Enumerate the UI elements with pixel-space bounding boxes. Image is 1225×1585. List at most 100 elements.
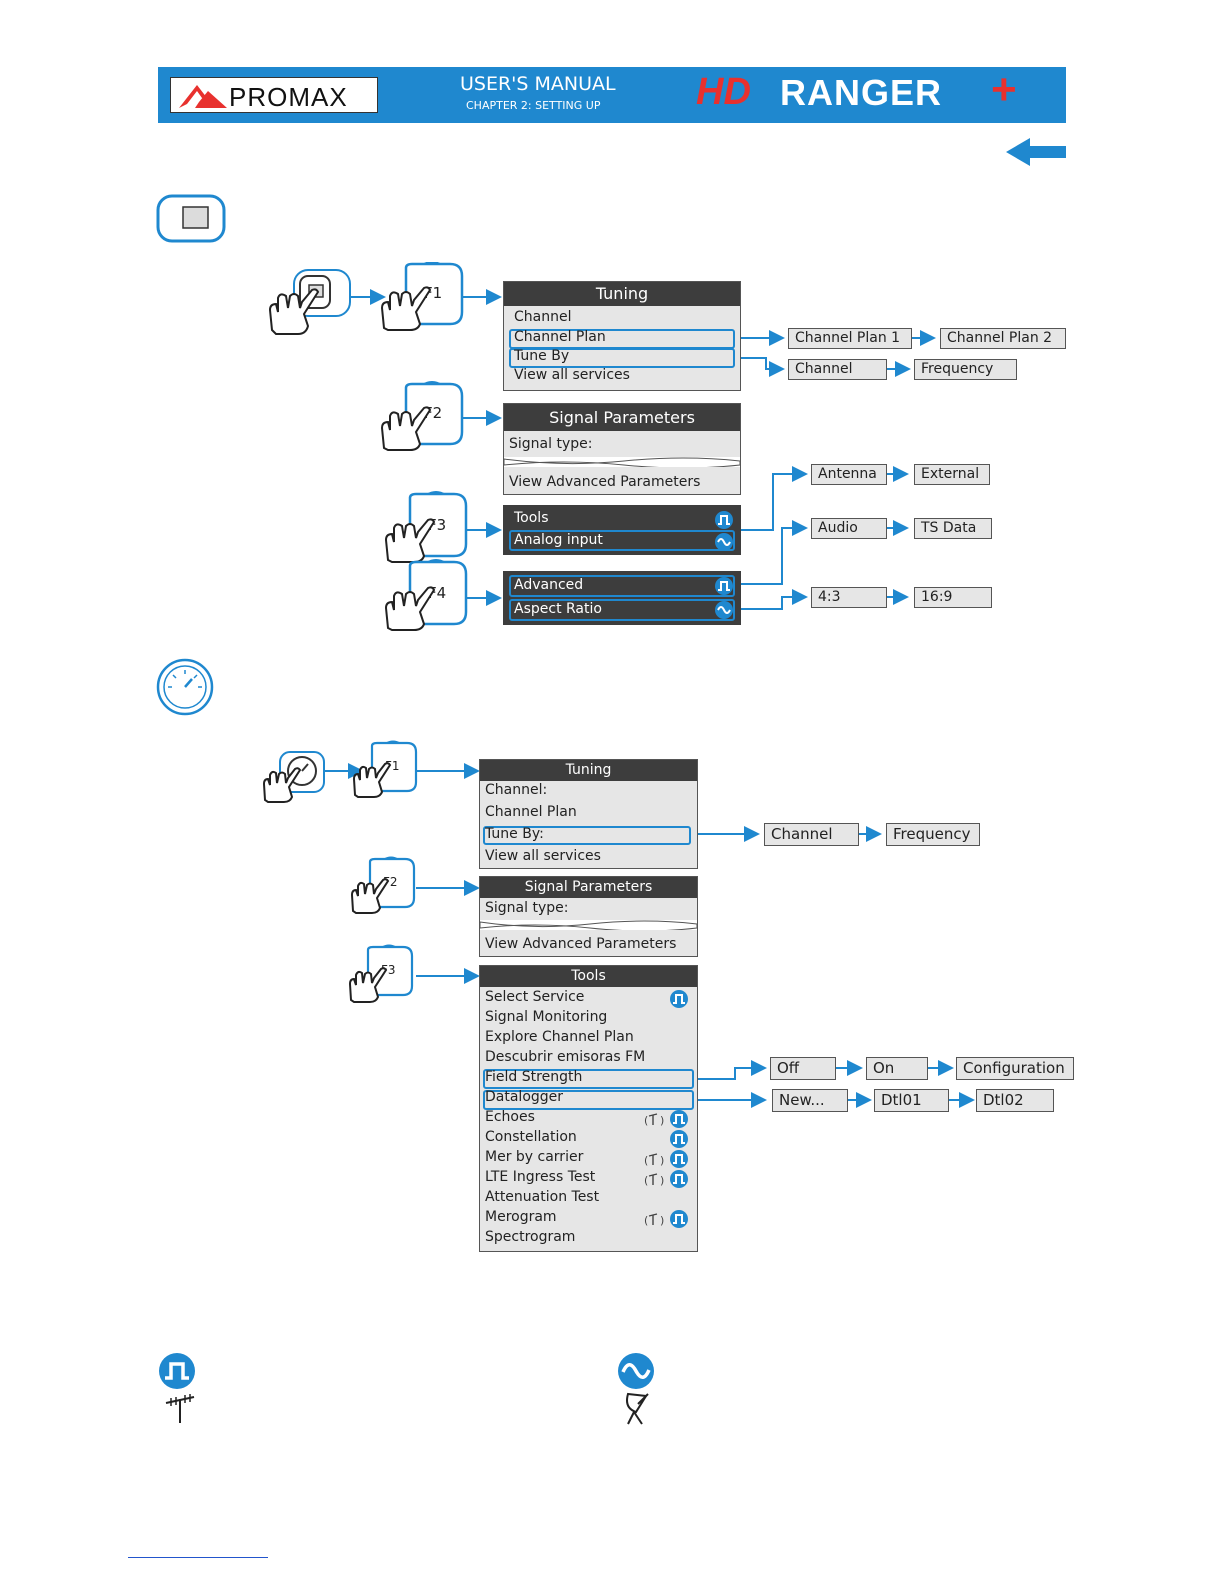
- s2-menu-item-view-all-services[interactable]: View all services: [485, 848, 601, 864]
- svg-text:(: (: [644, 1154, 648, 1167]
- s1-menu-item-view-all-services[interactable]: View all services: [514, 367, 630, 383]
- digital-signal-icon: [670, 1150, 688, 1168]
- s2-menu-item-channel-plan[interactable]: Channel Plan: [485, 804, 577, 820]
- terrestrial-antenna-icon: (): [644, 1153, 664, 1167]
- section1-connectors: [350, 289, 936, 610]
- s2-tool-descubrir-emisoras-fm[interactable]: Descubrir emisoras FM: [485, 1049, 646, 1065]
- manual-header: PROMAX USER'S MANUAL CHAPTER 2: SETTING …: [158, 65, 1066, 123]
- s2-f2-key-icon[interactable]: F2: [350, 856, 416, 914]
- s1-menu-item-tools[interactable]: Tools: [514, 510, 549, 526]
- s2-option-dtl01[interactable]: Dtl01: [874, 1089, 949, 1112]
- s1-f3-menu: Tools Analog input: [503, 505, 741, 555]
- hand-press-measurement-key-icon: [262, 751, 325, 803]
- svg-text:): ): [660, 1114, 664, 1127]
- s2-option-off[interactable]: Off: [770, 1057, 836, 1080]
- svg-text:(: (: [644, 1174, 648, 1187]
- s2-tune-by-highlight: [483, 826, 691, 845]
- s2-option-on[interactable]: On: [866, 1057, 928, 1080]
- s1-option-channel-plan-1[interactable]: Channel Plan 1: [788, 328, 912, 349]
- s1-f4-menu: Advanced Aspect Ratio: [503, 571, 741, 625]
- s1-signal-type-label: Signal type:: [509, 436, 593, 452]
- s2-tool-echoes[interactable]: Echoes: [485, 1109, 535, 1125]
- s2-tool-explore-channel-plan[interactable]: Explore Channel Plan: [485, 1029, 634, 1045]
- s2-option-new[interactable]: New...: [772, 1089, 848, 1112]
- digital-signal-icon: [670, 1170, 688, 1188]
- s2-option-configuration[interactable]: Configuration: [956, 1057, 1074, 1080]
- s1-view-advanced-parameters[interactable]: View Advanced Parameters: [509, 474, 701, 490]
- analog-signal-icon: [715, 601, 733, 619]
- measurement-mode-key-icon: [156, 658, 214, 716]
- s1-break-wave: [504, 457, 740, 467]
- s2-option-frequency[interactable]: Frequency: [886, 823, 980, 846]
- s1-menu-item-advanced[interactable]: Advanced: [514, 577, 584, 593]
- s2-signal-type-label: Signal type:: [485, 900, 569, 916]
- back-arrow-icon[interactable]: [1006, 137, 1068, 167]
- digital-signal-icon: [159, 1353, 195, 1389]
- svg-text:(: (: [644, 1214, 648, 1227]
- s2-f3-key-icon[interactable]: F3: [348, 944, 414, 1004]
- s1-option-antenna[interactable]: Antenna: [811, 464, 887, 485]
- s2-tool-mer-by-carrier[interactable]: Mer by carrier: [485, 1149, 584, 1165]
- f2-key-icon[interactable]: F2: [380, 380, 464, 452]
- digital-signal-icon: [670, 990, 688, 1008]
- terrestrial-antenna-icon: (): [644, 1213, 664, 1227]
- s1-menu-item-analog-input[interactable]: Analog input: [514, 532, 603, 548]
- footer-divider: [128, 1557, 268, 1558]
- s1-option-ts-data[interactable]: TS Data: [914, 518, 992, 539]
- s2-datalogger-highlight: [483, 1090, 694, 1110]
- f3-key-icon[interactable]: F3: [384, 490, 468, 564]
- f1-key-icon[interactable]: F1: [380, 262, 464, 332]
- s1-option-frequency[interactable]: Frequency: [914, 359, 1017, 380]
- svg-text:): ): [660, 1174, 664, 1187]
- s2-tuning-title: Tuning: [480, 760, 697, 781]
- satellite-dish-icon: [626, 1392, 649, 1425]
- section2-connectors: [324, 763, 975, 1108]
- s2-tool-lte-ingress-test[interactable]: LTE Ingress Test: [485, 1169, 596, 1185]
- s2-tool-field-strength[interactable]: Field Strength: [485, 1069, 583, 1085]
- s2-tool-spectrogram[interactable]: Spectrogram: [485, 1229, 576, 1245]
- f4-key-icon[interactable]: F4: [384, 558, 468, 632]
- tv-mode-key-icon: [156, 194, 226, 243]
- s2-tool-select-service[interactable]: Select Service: [485, 989, 585, 1005]
- s1-option-channel[interactable]: Channel: [788, 359, 887, 380]
- s2-view-advanced-parameters[interactable]: View Advanced Parameters: [485, 936, 677, 952]
- brand-plus: +: [991, 65, 1017, 114]
- terrestrial-antenna-icon: (): [644, 1173, 664, 1187]
- terrestrial-antenna-icon: (): [644, 1113, 664, 1127]
- s1-option-16-9[interactable]: 16:9: [914, 587, 992, 608]
- s1-menu-item-channel-plan[interactable]: Channel Plan: [514, 329, 606, 345]
- s2-option-dtl02[interactable]: Dtl02: [976, 1089, 1054, 1112]
- digital-signal-icon: [715, 511, 733, 529]
- s1-signal-parameters-menu: Signal Parameters Signal type: View Adva…: [503, 403, 741, 495]
- manual-title: USER'S MANUAL: [460, 73, 616, 95]
- s1-tune-by-highlight: [509, 348, 735, 368]
- digital-signal-icon: [670, 1210, 688, 1228]
- s2-menu-item-channel[interactable]: Channel:: [485, 782, 548, 798]
- s1-menu-item-tune-by[interactable]: Tune By: [514, 348, 570, 364]
- chapter-title: CHAPTER 2: SETTING UP: [466, 99, 601, 112]
- s2-tool-attenuation-test[interactable]: Attenuation Test: [485, 1189, 600, 1205]
- s2-f1-key-icon[interactable]: F1: [352, 740, 418, 798]
- s2-tool-datalogger[interactable]: Datalogger: [485, 1089, 564, 1105]
- s2-tool-constellation[interactable]: Constellation: [485, 1129, 577, 1145]
- digital-signal-icon: [670, 1110, 688, 1128]
- s1-analog-input-highlight: [509, 530, 735, 551]
- s1-advanced-highlight: [509, 575, 735, 597]
- s2-option-channel[interactable]: Channel: [764, 823, 859, 846]
- terrestrial-antenna-icon: [165, 1394, 195, 1423]
- s1-aspect-ratio-highlight: [509, 599, 735, 621]
- s2-tool-signal-monitoring[interactable]: Signal Monitoring: [485, 1009, 608, 1025]
- s1-option-external[interactable]: External: [914, 464, 990, 485]
- s2-break-wave: [480, 920, 697, 930]
- s1-option-4-3[interactable]: 4:3: [811, 587, 887, 608]
- s2-menu-item-tune-by[interactable]: Tune By:: [485, 826, 544, 842]
- digital-signal-icon: [715, 577, 733, 595]
- s1-option-channel-plan-2[interactable]: Channel Plan 2: [940, 328, 1066, 349]
- s1-tuning-menu: Tuning Channel Channel Plan Tune By View…: [503, 281, 741, 391]
- s1-option-audio[interactable]: Audio: [811, 518, 887, 539]
- s1-menu-item-channel[interactable]: Channel: [514, 309, 572, 325]
- s2-tool-merogram[interactable]: Merogram: [485, 1209, 557, 1225]
- promax-logo-icon: [179, 85, 227, 108]
- s1-menu-item-aspect-ratio[interactable]: Aspect Ratio: [514, 601, 602, 617]
- s2-tools-menu: Tools Select Service Signal Monitoring E…: [479, 965, 698, 1252]
